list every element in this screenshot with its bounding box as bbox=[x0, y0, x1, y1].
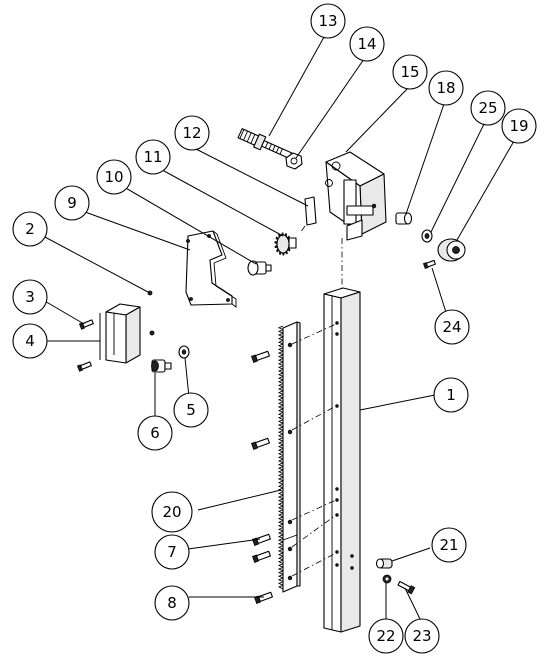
svg-text:13: 13 bbox=[318, 12, 337, 30]
callout-1: 1 bbox=[434, 378, 468, 412]
callout-18: 18 bbox=[429, 71, 463, 105]
roller-part-19 bbox=[438, 239, 465, 261]
svg-text:19: 19 bbox=[509, 117, 528, 135]
svg-text:11: 11 bbox=[143, 148, 162, 166]
callout-19: 19 bbox=[502, 109, 536, 143]
callout-15: 15 bbox=[393, 55, 427, 89]
callout-13: 13 bbox=[311, 4, 345, 38]
rack-screws-7-8 bbox=[252, 351, 273, 604]
callout-8: 8 bbox=[155, 586, 189, 620]
pin-part-10 bbox=[248, 261, 271, 275]
svg-text:14: 14 bbox=[357, 35, 376, 53]
nut-part-22 bbox=[383, 575, 391, 583]
callout-6: 6 bbox=[138, 416, 172, 450]
svg-text:3: 3 bbox=[25, 288, 35, 306]
callout-9: 9 bbox=[55, 186, 89, 220]
shaft-bolt-part-13 bbox=[237, 127, 293, 162]
callout-14: 14 bbox=[350, 27, 384, 61]
svg-text:4: 4 bbox=[25, 332, 35, 350]
callout-25: 25 bbox=[471, 91, 505, 125]
callout-balloons: 13 14 15 18 25 19 12 11 10 9 2 3 4 24 1 … bbox=[13, 4, 536, 653]
callout-10: 10 bbox=[97, 160, 131, 194]
callout-5: 5 bbox=[174, 393, 208, 427]
svg-text:12: 12 bbox=[182, 124, 201, 142]
centerline-short bbox=[300, 226, 305, 233]
screws-part-2 bbox=[148, 291, 154, 335]
svg-text:1: 1 bbox=[446, 386, 456, 404]
collar-part-18 bbox=[396, 213, 412, 224]
svg-text:23: 23 bbox=[412, 627, 431, 645]
svg-text:18: 18 bbox=[436, 79, 455, 97]
svg-text:5: 5 bbox=[186, 401, 196, 419]
screw-part-23 bbox=[397, 580, 414, 594]
rack-part-20 bbox=[279, 322, 300, 592]
column-part-1 bbox=[324, 288, 360, 632]
gear-part-11 bbox=[275, 233, 296, 255]
key-plate-part-12 bbox=[305, 197, 316, 225]
svg-text:9: 9 bbox=[67, 194, 77, 212]
washer-part-5 bbox=[179, 346, 189, 358]
svg-text:6: 6 bbox=[150, 424, 160, 442]
callout-7: 7 bbox=[155, 535, 189, 569]
svg-text:25: 25 bbox=[478, 99, 497, 117]
svg-text:24: 24 bbox=[442, 318, 461, 336]
top-bracket-part-15 bbox=[326, 152, 387, 240]
callout-24: 24 bbox=[435, 310, 469, 344]
svg-text:7: 7 bbox=[167, 543, 177, 561]
svg-text:2: 2 bbox=[25, 220, 35, 238]
callout-4: 4 bbox=[13, 324, 47, 358]
callout-11: 11 bbox=[136, 140, 170, 174]
callout-3: 3 bbox=[13, 280, 47, 314]
callout-12: 12 bbox=[175, 116, 209, 150]
washer-part-25 bbox=[422, 230, 432, 242]
screws-part-3 bbox=[77, 319, 93, 371]
callout-2: 2 bbox=[13, 212, 47, 246]
callout-23: 23 bbox=[405, 619, 439, 653]
svg-text:22: 22 bbox=[376, 627, 395, 645]
set-screw-part-24 bbox=[423, 260, 435, 269]
svg-text:20: 20 bbox=[162, 503, 181, 521]
cover-block-part-4 bbox=[106, 304, 140, 363]
shoulder-bolt-part-6 bbox=[152, 360, 172, 372]
callout-20: 20 bbox=[152, 492, 192, 532]
callout-22: 22 bbox=[369, 619, 403, 653]
svg-text:10: 10 bbox=[104, 168, 123, 186]
callout-21: 21 bbox=[432, 528, 466, 562]
cap-part-21 bbox=[377, 559, 393, 568]
svg-text:21: 21 bbox=[439, 536, 458, 554]
svg-text:15: 15 bbox=[400, 63, 419, 81]
bracket-plate-part-9 bbox=[186, 231, 236, 307]
svg-text:8: 8 bbox=[167, 594, 177, 612]
